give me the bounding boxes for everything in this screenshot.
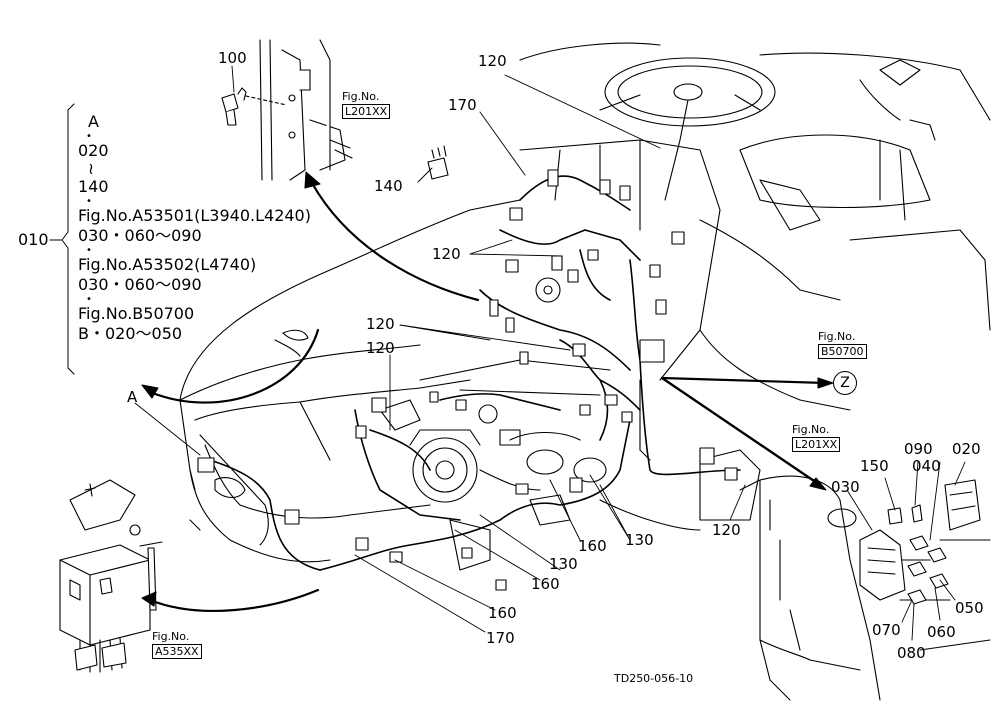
callout-050: 050 — [955, 599, 984, 617]
callout-090: 090 — [904, 440, 933, 458]
wiring-harness — [209, 175, 741, 571]
callout-120-top: 120 — [478, 52, 507, 70]
drawing-code: TD250-056-10 — [614, 672, 694, 685]
callout-z: Z — [833, 371, 857, 395]
fuse-box-assembly — [859, 479, 981, 605]
hood-outline — [179, 199, 521, 563]
reference-arrows — [148, 181, 828, 612]
legend-dot: • — [86, 130, 92, 142]
callout-080: 080 — [897, 644, 926, 662]
legend-list: A • 020 ≀ 140 • Fig.No.A53501(L3940.L424… — [78, 112, 311, 345]
legend-dot: • — [86, 195, 92, 207]
fig-ref-l201-right: Fig.No. L201XX — [792, 423, 841, 452]
legend-fig1-parts: 030・060～090 — [78, 226, 202, 245]
legend-group-letter: A — [88, 112, 99, 131]
legend-dot: • — [86, 244, 92, 256]
relay-140 — [427, 145, 449, 180]
legend-fig2-parts: 030・060～090 — [78, 275, 202, 294]
fig-ref-label: Fig.No. — [342, 90, 380, 103]
callout-120-left1: 120 — [366, 315, 395, 333]
steering-and-cab — [519, 42, 991, 411]
legend-fig2: Fig.No.A53502(L4740) — [78, 254, 257, 274]
fig-ref-label: Fig.No. — [818, 330, 856, 343]
callout-120-right: 120 — [712, 521, 741, 539]
relay-100 — [221, 39, 353, 181]
fig-ref-number: A535XX — [152, 644, 202, 659]
legend-bracket — [49, 103, 75, 375]
callout-130-right: 130 — [625, 531, 654, 549]
legend-range-end: 140 — [78, 177, 109, 196]
callout-020: 020 — [952, 440, 981, 458]
fig-ref-l201-top: Fig.No. L201XX — [342, 90, 391, 119]
right-fender-panel — [599, 379, 991, 701]
callout-030: 030 — [831, 478, 860, 496]
fig-ref-number: L201XX — [342, 104, 391, 119]
legend-fig1: Fig.No.A53501(L3940.L4240) — [78, 205, 311, 225]
callout-120-left2: 120 — [366, 339, 395, 357]
callout-160-bottom: 160 — [488, 604, 517, 622]
legend-range-tilde: ≀ — [88, 159, 94, 178]
callout-120-mid: 120 — [432, 245, 461, 263]
callout-160-low: 160 — [531, 575, 560, 593]
callout-140: 140 — [374, 177, 403, 195]
fig-ref-label: Fig.No. — [152, 630, 190, 643]
fig-ref-label: Fig.No. — [792, 423, 830, 436]
connectors — [197, 169, 738, 591]
legend-fig3: Fig.No.B50700 — [78, 303, 195, 323]
legend-dot: • — [86, 293, 92, 305]
battery-assembly — [59, 479, 163, 673]
callout-150: 150 — [860, 457, 889, 475]
callout-170-bottom: 170 — [486, 629, 515, 647]
fig-ref-number: B50700 — [818, 344, 867, 359]
engine-components — [379, 359, 611, 571]
fig-ref-a535: Fig.No. A535XX — [152, 630, 202, 659]
legend-fig3-parts: B・020～050 — [78, 324, 183, 343]
leader-lines — [134, 65, 966, 641]
fig-ref-number: L201XX — [792, 437, 841, 452]
callout-040: 040 — [912, 457, 941, 475]
callout-a: A — [127, 388, 138, 406]
callout-070: 070 — [872, 621, 901, 639]
legend-range-start: 020 — [78, 140, 109, 160]
fig-ref-b50700: Fig.No. B50700 — [818, 330, 867, 359]
callout-060: 060 — [927, 623, 956, 641]
callout-130-mid: 130 — [549, 555, 578, 573]
callout-160-mid: 160 — [578, 537, 607, 555]
callout-100: 100 — [218, 49, 247, 67]
arrow-heads — [141, 171, 834, 607]
callout-170-top: 170 — [448, 96, 477, 114]
legend-item-label: 010 — [18, 230, 49, 249]
